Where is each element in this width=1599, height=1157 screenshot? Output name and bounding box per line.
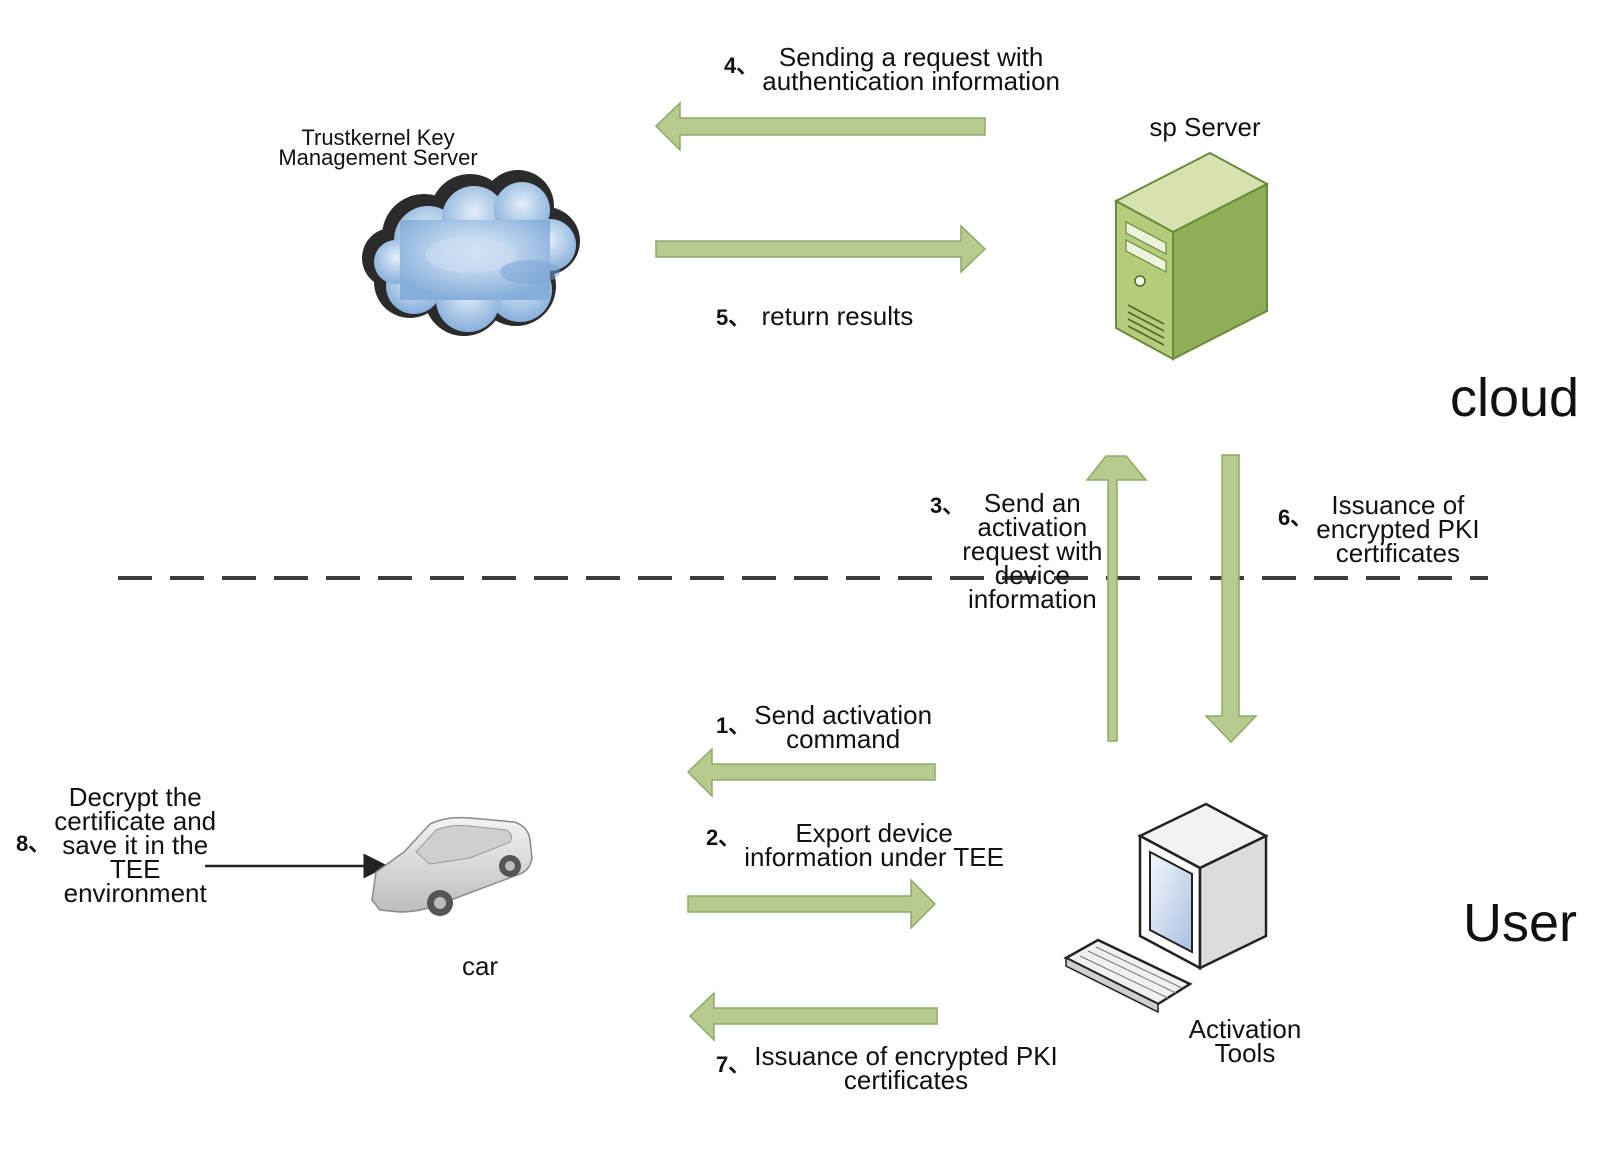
arrow-step-4 [654, 101, 986, 152]
step-4-label: 4、 Sending a request with authentication… [724, 42, 1060, 96]
activation-tools-label-line1: Activation [1188, 1014, 1302, 1044]
arrow-step-5 [655, 224, 987, 274]
key-server-label: Trustkernel Key Management Server [258, 125, 498, 171]
step-7-line-2: certificates [843, 1064, 969, 1095]
step-4-number: 4、 [724, 53, 759, 78]
step-8-line-3: save it in the [62, 829, 209, 860]
step-5-line-1: return results [761, 301, 914, 331]
arrow-step-7 [688, 991, 938, 1042]
step-2-line-1: Export device [795, 818, 953, 848]
cloud-icon [362, 170, 580, 336]
activation-tools-label: Activation Tools [1170, 1014, 1320, 1068]
key-server-label-line1: Trustkernel Key [301, 125, 455, 150]
step-3-line-1: Send an [983, 488, 1081, 518]
step-3-label: 3、 Send an activation request with devic… [930, 488, 1103, 614]
arrow-step-6 [1204, 454, 1258, 744]
step-3-number: 3、 [930, 493, 965, 518]
computer-icon [1063, 802, 1269, 1014]
step-3-line-3: request with [962, 535, 1103, 566]
step-1-label: 1、 Send activation command [716, 700, 933, 754]
step-6-line-1: Issuance of [1331, 490, 1465, 520]
zone-label-cloud: cloud [1450, 368, 1580, 428]
step-7-number: 7、 [716, 1052, 751, 1077]
arrow-step-1 [686, 747, 936, 798]
step-8-line-1: Decrypt the [68, 782, 202, 812]
car-icon [371, 816, 533, 916]
sp-server-label: sp Server [1149, 112, 1261, 142]
step-6-number: 6、 [1278, 505, 1313, 530]
step-6-line-3: certificates [1335, 537, 1461, 568]
step-8-line-2: certificate and [54, 805, 217, 836]
step-3-line-2: activation [977, 511, 1088, 542]
step-4-line-1: Sending a request with [778, 42, 1044, 72]
step-4-line-2: authentication information [762, 65, 1060, 96]
step-1-line-2: command [786, 723, 901, 754]
step-5-number: 5、 [716, 305, 751, 330]
arrow-step-3 [1085, 455, 1148, 742]
key-server-label-line2: Management Server [278, 145, 478, 171]
step-8-number: 8、 [16, 831, 51, 856]
activation-tools-label-line2: Tools [1214, 1037, 1276, 1068]
step-1-line-1: Send activation [754, 700, 933, 730]
step-5-label: 5、 return results [716, 303, 913, 330]
step-2-line-2: information under TEE [744, 841, 1004, 872]
step-6-label: 6、 Issuance of encrypted PKI certificate… [1278, 490, 1480, 568]
step-6-line-2: encrypted PKI [1316, 513, 1480, 544]
car-label: car [461, 951, 499, 981]
server-icon [1113, 151, 1270, 361]
zone-label-user: User [1463, 893, 1578, 953]
arrow-step-2 [687, 878, 937, 930]
step-8-line-5: environment [63, 877, 207, 908]
step-2-label: 2、 Export device information under TEE [706, 818, 1004, 872]
step-8-label: 8、 Decrypt the certificate and save it i… [16, 782, 217, 908]
step-3-line-5: information [968, 583, 1097, 614]
step-8-line-4: TEE [109, 853, 161, 884]
step-7-line-1: Issuance of encrypted PKI [754, 1041, 1058, 1071]
step-1-number: 1、 [716, 713, 751, 738]
step-2-number: 2、 [706, 825, 741, 850]
step-3-line-4: device [994, 559, 1070, 590]
step-7-label: 7、 Issuance of encrypted PKI certificate… [716, 1041, 1058, 1095]
